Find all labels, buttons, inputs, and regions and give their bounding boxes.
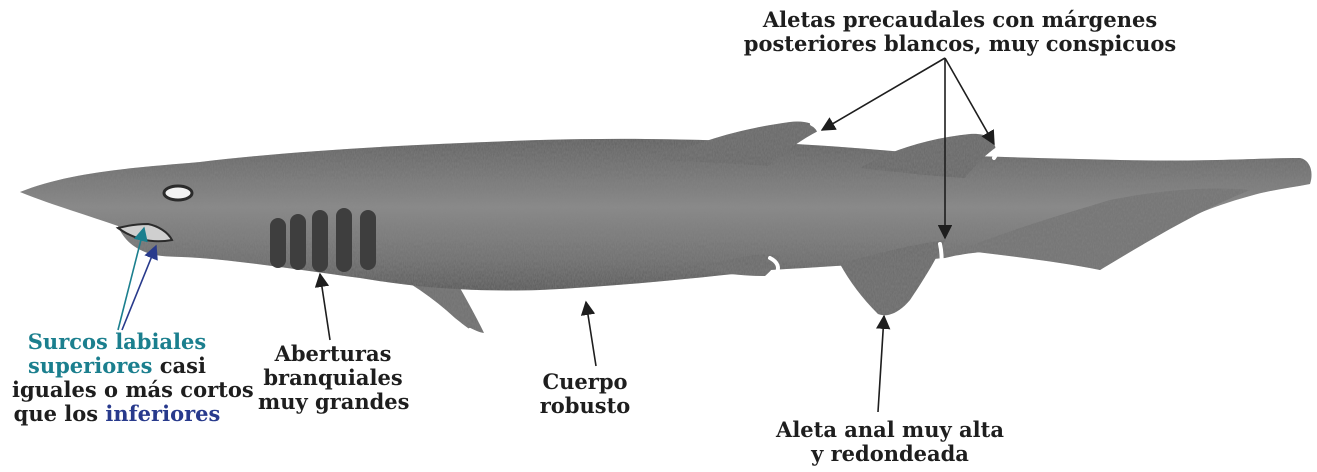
label-body-line2: robusto [525,394,645,418]
arrow-gills [320,274,330,340]
label-labial-lower: inferiores [105,401,220,426]
label-labial-upper: superiores [28,353,152,378]
label-anal-line2: y redondeada [770,442,1010,466]
arrow-precaudal-2 [945,58,994,144]
label-labial-line2-rest: casi [152,353,206,378]
arrow-anal [878,316,884,412]
arrow-labial-lower [122,246,156,330]
label-precaudal-line1: Aletas precaudales con márgenes [740,8,1180,32]
shark-silhouette [20,121,1312,335]
label-labial-line3: iguales o más cortos [12,378,222,402]
arrow-body [586,302,596,366]
label-gills-line2: branquiales [258,366,408,390]
label-gills-line1: Aberturas [258,342,408,366]
label-gill-openings: Aberturas branquiales muy grandes [258,342,408,414]
label-labial-line4: que los inferiores [12,402,222,426]
label-robust-body: Cuerpo robusto [525,370,645,418]
label-labial-line4-start: que los [14,401,106,426]
arrow-precaudal-1 [822,58,945,130]
label-gills-line3: muy grandes [258,390,408,414]
eye [164,186,192,200]
label-body-line1: Cuerpo [525,370,645,394]
label-anal-line1: Aleta anal muy alta [770,418,1010,442]
label-precaudal-line2: posteriores blancos, muy conspicuos [740,32,1180,56]
label-labial-line1: Surcos labiales [12,330,222,354]
label-labial-furrows: Surcos labiales superiores casi iguales … [12,330,222,426]
label-anal-fin: Aleta anal muy alta y redondeada [770,418,1010,466]
label-labial-line2: superiores casi [12,354,222,378]
label-precaudal-fins: Aletas precaudales con márgenes posterio… [740,8,1180,56]
